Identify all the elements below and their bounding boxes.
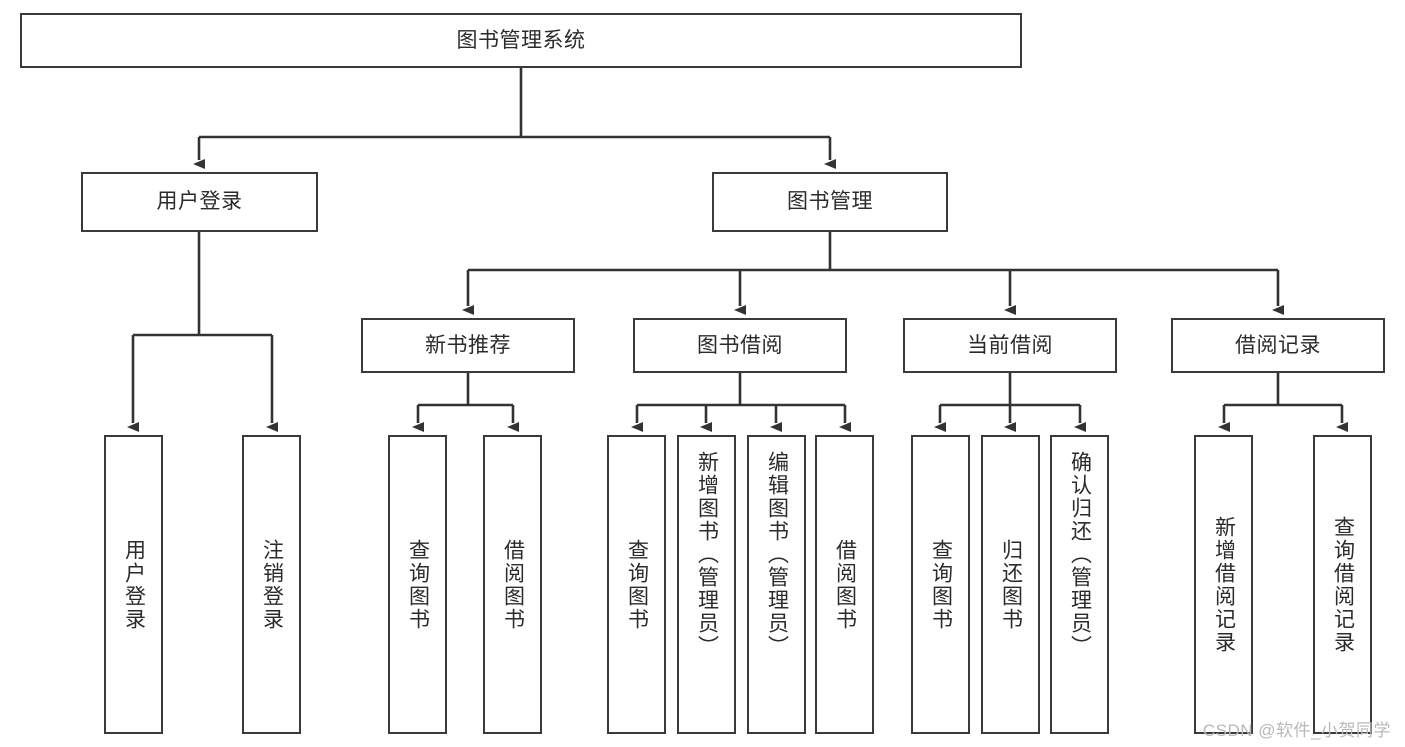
node-leaf-user-login[interactable]: 用户登录 <box>104 435 163 734</box>
node-leaf-return-book[interactable]: 归还图书 <box>981 435 1040 734</box>
node-book-manage[interactable]: 图书管理 <box>712 172 948 232</box>
node-leaf-borrow-book-1-label: 借阅图书 <box>501 538 525 631</box>
node-leaf-add-book[interactable]: 新增图书（管理员） <box>677 435 736 734</box>
node-leaf-confirm-return-label: 确认归还（管理员） <box>1068 451 1092 658</box>
watermark-text: CSDN @软件_小贺同学 <box>1202 721 1391 740</box>
node-leaf-logout-label: 注销登录 <box>260 538 284 631</box>
node-borrow-record-label: 借阅记录 <box>1235 333 1321 357</box>
node-leaf-query-book-3-label: 查询图书 <box>929 538 953 631</box>
node-leaf-add-book-label: 新增图书（管理员） <box>695 451 719 658</box>
node-borrow-record[interactable]: 借阅记录 <box>1171 318 1385 373</box>
node-leaf-edit-book[interactable]: 编辑图书（管理员） <box>747 435 806 734</box>
node-leaf-borrow-book-2-label: 借阅图书 <box>833 538 857 631</box>
node-leaf-confirm-return[interactable]: 确认归还（管理员） <box>1050 435 1109 734</box>
node-user-login[interactable]: 用户登录 <box>81 172 318 232</box>
node-current-borrow[interactable]: 当前借阅 <box>903 318 1117 373</box>
node-book-borrow-label: 图书借阅 <box>697 333 783 357</box>
node-leaf-query-book-2[interactable]: 查询图书 <box>607 435 666 734</box>
node-leaf-add-record-label: 新增借阅记录 <box>1212 515 1236 654</box>
node-leaf-edit-book-label: 编辑图书（管理员） <box>765 451 789 658</box>
node-leaf-borrow-book-2[interactable]: 借阅图书 <box>815 435 874 734</box>
node-book-manage-label: 图书管理 <box>787 190 873 214</box>
node-leaf-user-login-label: 用户登录 <box>122 538 146 631</box>
node-book-borrow[interactable]: 图书借阅 <box>633 318 847 373</box>
node-new-book-recommend[interactable]: 新书推荐 <box>361 318 575 373</box>
node-leaf-logout[interactable]: 注销登录 <box>242 435 301 734</box>
node-leaf-return-book-label: 归还图书 <box>999 538 1023 631</box>
node-user-login-label: 用户登录 <box>156 190 243 214</box>
node-leaf-query-record-label: 查询借阅记录 <box>1331 515 1355 654</box>
node-leaf-query-record[interactable]: 查询借阅记录 <box>1313 435 1372 734</box>
node-leaf-add-record[interactable]: 新增借阅记录 <box>1194 435 1253 734</box>
node-leaf-query-book-2-label: 查询图书 <box>625 538 649 631</box>
node-root[interactable]: 图书管理系统 <box>20 13 1022 68</box>
node-new-book-recommend-label: 新书推荐 <box>425 333 511 357</box>
node-leaf-borrow-book-1[interactable]: 借阅图书 <box>483 435 542 734</box>
node-root-label: 图书管理系统 <box>456 28 586 52</box>
node-leaf-query-book-1-label: 查询图书 <box>406 538 430 631</box>
node-leaf-query-book-1[interactable]: 查询图书 <box>388 435 447 734</box>
node-leaf-query-book-3[interactable]: 查询图书 <box>911 435 970 734</box>
node-current-borrow-label: 当前借阅 <box>967 333 1053 357</box>
